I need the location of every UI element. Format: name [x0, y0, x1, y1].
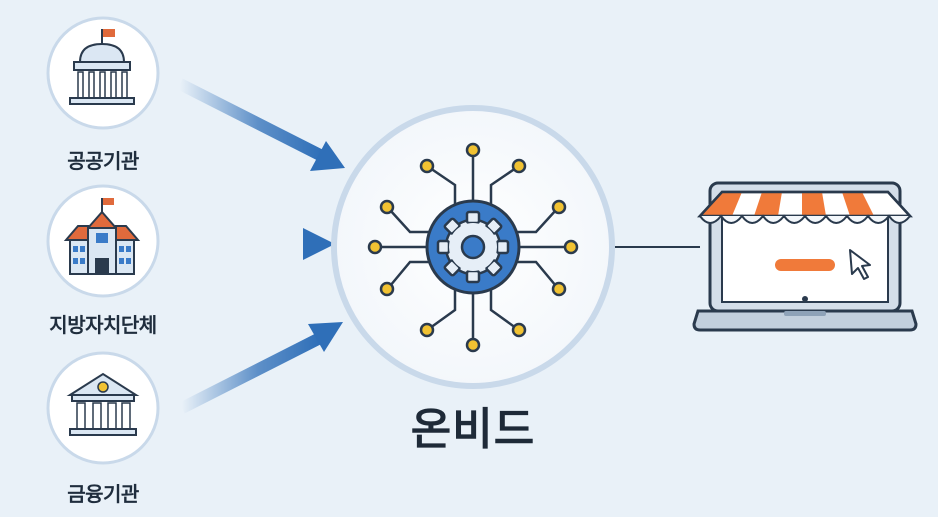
gear-icon: [436, 210, 510, 284]
circuit-gear-icon: [380, 155, 566, 340]
arrow-from-public: [177, 78, 345, 171]
source-label-local: 지방자치단체: [49, 313, 157, 337]
municipal-office-icon: [63, 198, 141, 275]
bank-icon: [66, 372, 140, 436]
source-finance: [46, 351, 160, 465]
shop-button-shape: [775, 259, 835, 271]
source-local: [46, 184, 160, 298]
arrow-from-finance: [179, 322, 343, 414]
source-public: [46, 16, 160, 130]
laptop-storefront-icon: [692, 181, 918, 332]
source-label-public: 공공기관: [67, 149, 139, 173]
circuit-nodes: [367, 142, 579, 353]
cursor-icon: [849, 249, 871, 280]
source-label-finance: 금융기관: [67, 482, 139, 506]
government-building-icon: [69, 29, 135, 105]
hub: [331, 105, 615, 389]
arrow-from-local: [185, 228, 335, 260]
destination-laptop: [692, 181, 918, 332]
hub-label: 온비드: [410, 404, 536, 455]
